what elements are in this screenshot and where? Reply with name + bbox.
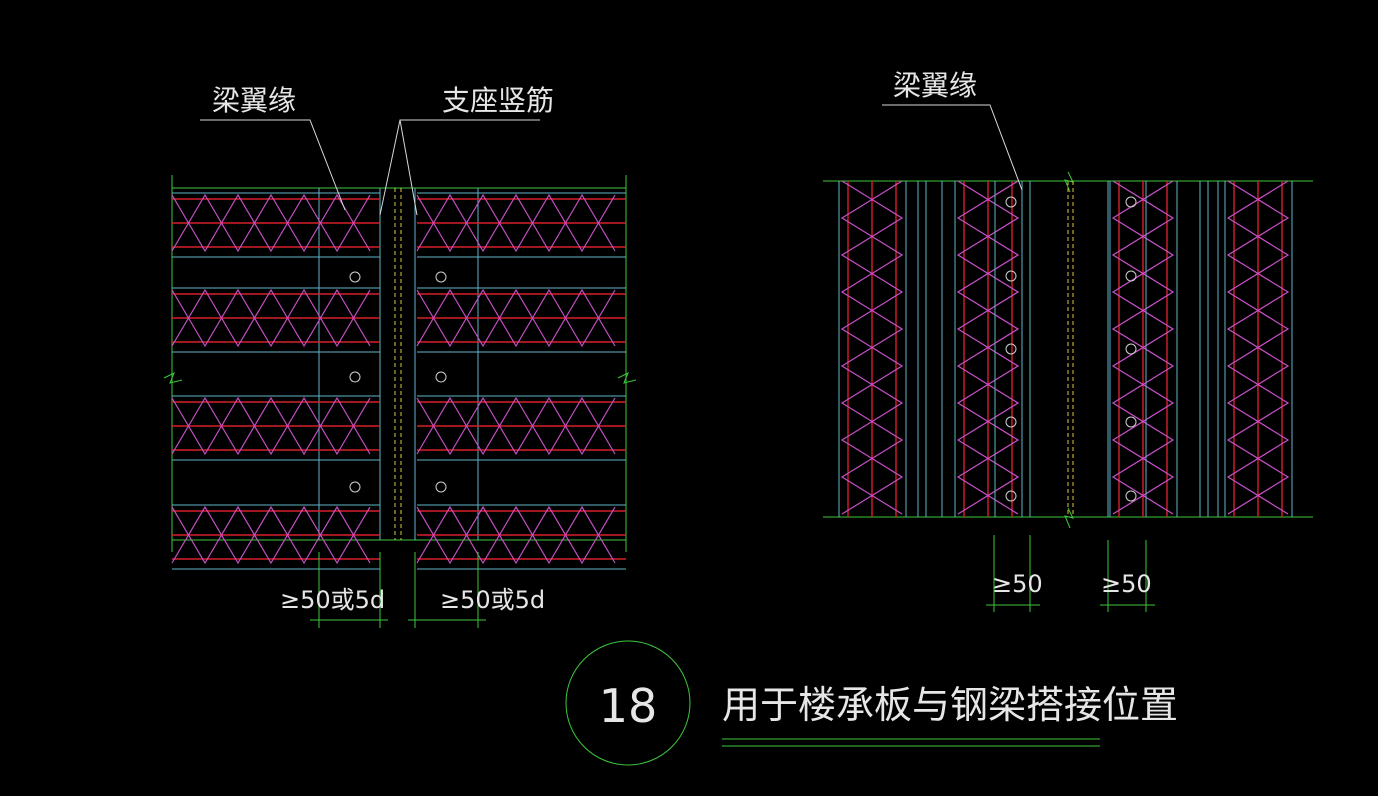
- stud-hole: [1005, 416, 1017, 428]
- stud-hole: [1125, 196, 1137, 208]
- stud-hole: [349, 481, 361, 493]
- right-flange-label: 梁翼缘: [893, 69, 977, 102]
- truss-wire: [171, 288, 371, 348]
- truss-wire: [1111, 180, 1175, 515]
- stud-hole: [1005, 270, 1017, 282]
- break-mark: [617, 371, 637, 384]
- right-flange-leader: [882, 104, 1023, 191]
- left-view: 梁翼缘 支座竖筋 ≥50或5d ≥50或5d: [163, 84, 637, 628]
- truss-wire: [1226, 180, 1290, 515]
- stud-hole: [1005, 343, 1017, 355]
- support-bar-leader: [379, 119, 540, 216]
- right-dim-label-2: ≥50: [1101, 570, 1152, 598]
- truss-wire: [171, 505, 371, 565]
- truss-wire: [171, 396, 371, 456]
- truss-wire: [416, 505, 616, 565]
- title-block: 18 用于楼承板与钢梁搭接位置: [565, 640, 1178, 766]
- truss-wire: [416, 193, 616, 253]
- truss-wire: [416, 193, 616, 253]
- truss-wire: [416, 396, 616, 456]
- truss-wire: [171, 288, 371, 348]
- left-dimensions: [310, 552, 486, 628]
- stud-hole: [1125, 416, 1137, 428]
- right-dim-label-1: ≥50: [992, 570, 1043, 598]
- truss-wire: [956, 180, 1020, 515]
- stud-hole: [1125, 343, 1137, 355]
- right-dimensions: [986, 535, 1155, 612]
- left-dim-label-1: ≥50或5d: [280, 586, 385, 614]
- truss-wire: [171, 193, 371, 253]
- stud-hole: [349, 371, 361, 383]
- stud-hole: [1005, 490, 1017, 502]
- left-flange-label: 梁翼缘: [212, 84, 296, 117]
- right-view: 梁翼缘 ≥50 ≥50: [823, 69, 1313, 612]
- break-mark: [163, 371, 183, 384]
- stud-hole: [1125, 490, 1137, 502]
- stud-hole: [1125, 270, 1137, 282]
- stud-hole: [349, 271, 361, 283]
- left-deck-panel: [163, 175, 637, 570]
- detail-number: 18: [599, 679, 658, 733]
- support-bar-label: 支座竖筋: [442, 84, 554, 117]
- left-dim-label-2: ≥50或5d: [440, 586, 545, 614]
- truss-wire: [416, 505, 616, 565]
- stud-hole: [435, 371, 447, 383]
- stud-hole: [1005, 196, 1017, 208]
- truss-wire: [840, 180, 904, 515]
- truss-wire: [416, 288, 616, 348]
- truss-wire: [171, 193, 371, 253]
- stud-hole: [435, 271, 447, 283]
- stud-hole: [435, 481, 447, 493]
- right-deck-panel: [823, 171, 1313, 529]
- truss-wire: [171, 396, 371, 456]
- support-bar-leader-2: [399, 119, 418, 216]
- truss-wire: [416, 288, 616, 348]
- detail-title: 用于楼承板与钢梁搭接位置: [722, 683, 1178, 727]
- detail-number-circle: [565, 640, 691, 766]
- left-flange-leader: [200, 119, 346, 211]
- truss-wire: [171, 505, 371, 565]
- truss-wire: [416, 396, 616, 456]
- break-mark: [1064, 507, 1074, 529]
- break-mark: [1064, 171, 1074, 193]
